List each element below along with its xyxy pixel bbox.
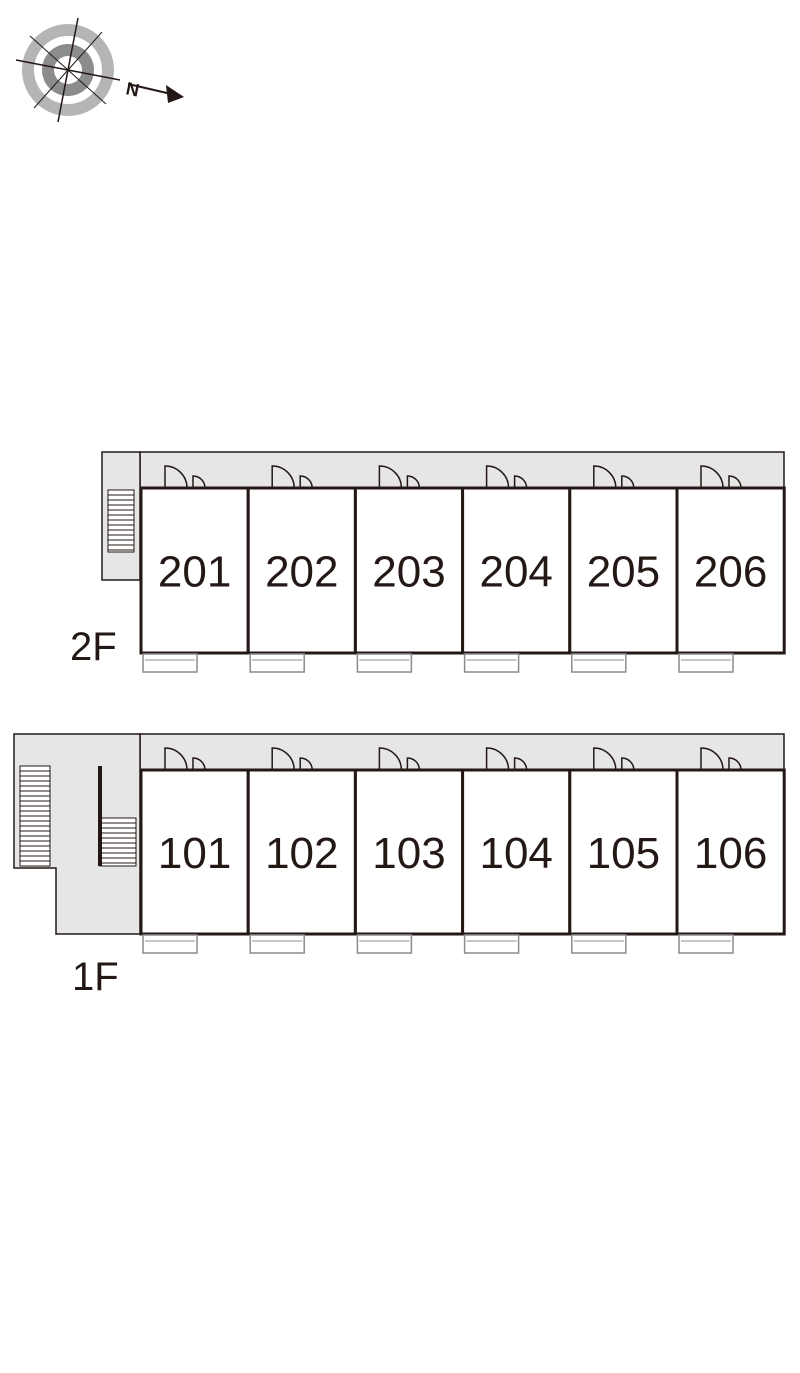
unit-202: 202: [246, 465, 357, 673]
door-icon: [593, 465, 635, 489]
balcony: [142, 934, 198, 954]
unit-number: 202: [265, 548, 338, 597]
door-icon: [700, 747, 742, 771]
door-icon: [271, 465, 313, 489]
door-icon: [164, 747, 206, 771]
balcony: [249, 934, 305, 954]
door-icon: [485, 747, 528, 771]
unit-wall: [461, 768, 572, 936]
unit-number: 105: [587, 829, 660, 878]
unit-wall: [139, 768, 250, 936]
unit-number: 103: [372, 829, 445, 878]
unit-number: 104: [479, 829, 552, 878]
unit-206: 206: [675, 465, 786, 673]
door-icon: [164, 465, 206, 489]
door-icon: [378, 747, 421, 771]
unit-102: 102: [246, 747, 357, 954]
balcony: [463, 934, 520, 954]
unit-wall: [461, 486, 572, 655]
unit-wall: [675, 486, 786, 655]
balcony: [678, 653, 734, 673]
unit-wall: [353, 768, 465, 936]
unit-number: 102: [265, 829, 338, 878]
unit-number: 206: [694, 548, 767, 597]
unit-wall: [675, 768, 786, 936]
unit-wall: [246, 768, 357, 936]
unit-number: 203: [372, 548, 445, 597]
unit-number: 106: [694, 829, 767, 878]
unit-wall: [568, 486, 679, 655]
door-icon: [485, 465, 528, 489]
corridor: [139, 733, 785, 771]
unit-number: 204: [479, 548, 552, 597]
door-icon: [378, 465, 421, 489]
staircase: [19, 765, 51, 867]
door-icon: [271, 747, 313, 771]
unit-number: 101: [158, 829, 231, 878]
door-icon: [593, 747, 635, 771]
floor-label-2f: 2F: [70, 625, 117, 669]
balcony: [249, 653, 305, 673]
unit-wall: [139, 486, 250, 655]
floor-1f: 101 102 103 104 105 106 1F: [13, 733, 786, 999]
unit-number: 201: [158, 548, 231, 597]
staircase: [107, 489, 135, 553]
corridor: [139, 451, 785, 489]
north-arrow-icon: [166, 85, 184, 103]
door-icon: [700, 465, 742, 489]
unit-205: 205: [568, 465, 679, 673]
unit-204: 204: [461, 465, 572, 673]
balcony: [142, 653, 198, 673]
balcony: [463, 653, 520, 673]
unit-104: 104: [461, 747, 572, 954]
unit-201: 201: [139, 465, 250, 673]
unit-105: 105: [568, 747, 679, 954]
floor-2f: 201 202 203 204 205 206 2F: [70, 451, 786, 673]
balcony: [356, 934, 413, 954]
balcony: [356, 653, 413, 673]
floor-label-1f: 1F: [72, 955, 119, 999]
compass-rose-icon: [15, 17, 184, 123]
unit-number: 205: [587, 548, 660, 597]
balcony: [678, 934, 734, 954]
unit-wall: [353, 486, 465, 655]
north-label: N: [124, 78, 141, 100]
balcony: [571, 934, 627, 954]
unit-101: 101: [139, 747, 250, 954]
balcony: [571, 653, 627, 673]
unit-106: 106: [675, 747, 786, 954]
staircase: [99, 817, 137, 867]
unit-103: 103: [353, 747, 465, 954]
unit-203: 203: [353, 465, 465, 673]
